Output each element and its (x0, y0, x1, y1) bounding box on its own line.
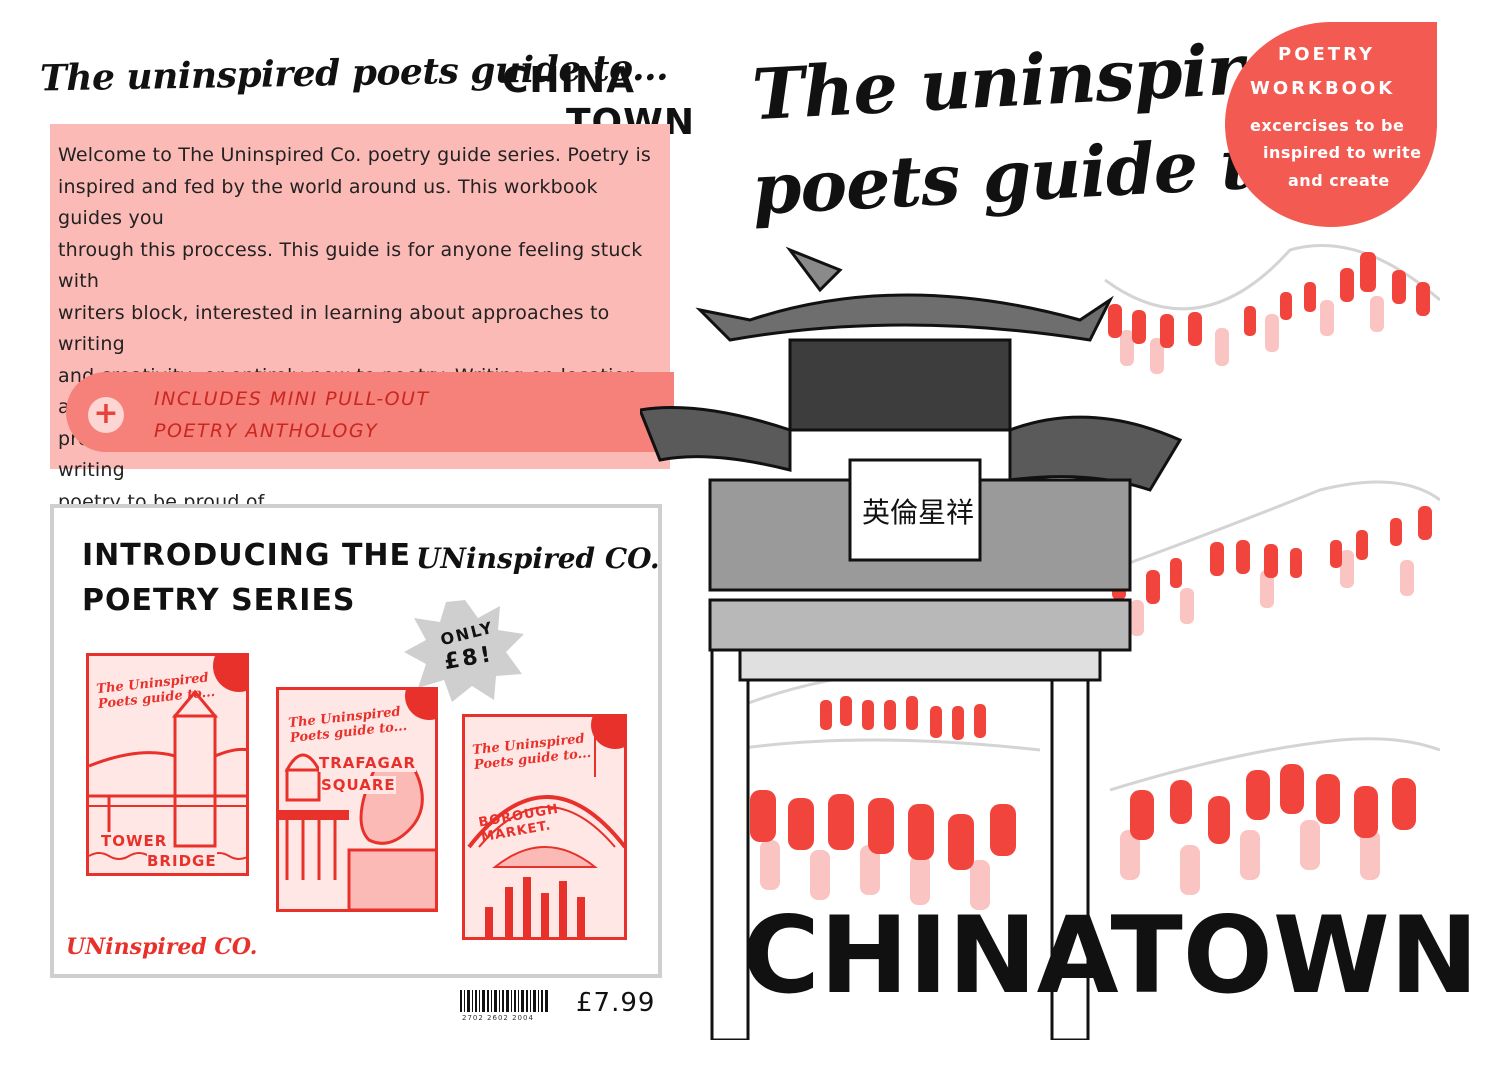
pullout-banner (66, 372, 674, 452)
badge-line1: POETRY (1278, 44, 1375, 65)
gate-sign-text: 英倫星祥 (862, 496, 974, 529)
intro-line: Welcome to The Uninspired Co. poetry gui… (58, 144, 652, 166)
intro-line: writers block, interested in learning ab… (58, 301, 610, 356)
borough-market-illustration (467, 717, 624, 937)
barcode-icon (460, 990, 548, 1012)
barcode-number: 2702 2602 2004 (462, 1014, 534, 1022)
mini-book-label-line1: TOWER (101, 832, 168, 850)
gate-structure (640, 246, 1183, 1040)
mini-book-label-line2: BRIDGE (147, 852, 217, 870)
series-title-line1: INTRODUCING THE (82, 538, 412, 573)
pullout-line1: INCLUDES MINI PULL-OUT (154, 388, 430, 410)
intro-text: Welcome to The Uninspired Co. poetry gui… (58, 140, 658, 518)
pullout-line2: POETRY ANTHOLOGY (154, 420, 379, 442)
badge-line3: excercises to be (1250, 116, 1405, 135)
back-title-place-line1: CHINA (502, 60, 635, 101)
series-brand-inline: UNinspired CO. (416, 542, 660, 575)
workbook-badge (1225, 22, 1437, 227)
intro-line: inspired and fed by the world around us.… (58, 175, 598, 230)
mini-book-trafalgar-square: The Uninspired Poets guide to... TRAFAGA… (276, 687, 438, 912)
mini-book-tower-bridge: The Uninspired Poets guide to... TOWER B… (86, 653, 249, 876)
back-price: £7.99 (576, 988, 656, 1018)
mini-book-label-line1: TRAFAGAR (319, 754, 416, 772)
badge-line4: inspired to write (1263, 143, 1422, 162)
lantern-group (750, 252, 1432, 910)
price-burst-shape (404, 600, 524, 702)
series-title-line2: POETRY SERIES (82, 583, 356, 618)
mini-book-label-line2: SQUARE (321, 776, 396, 794)
front-place-name: CHINATOWN (742, 894, 1479, 1017)
trafalgar-square-illustration (279, 690, 435, 909)
plus-icon: + (88, 397, 124, 433)
mini-book-borough-market: The Uninspired Poets guide to... BOROUGH… (462, 714, 627, 940)
badge-line5: and create (1288, 171, 1390, 190)
pullout-text: INCLUDES MINI PULL-OUT POETRY ANTHOLOGY (154, 383, 430, 447)
brand-logo-bottom: UNinspired CO. (66, 934, 258, 960)
intro-line: through this proccess. This guide is for… (58, 238, 643, 293)
badge-line2: WORKBOOK (1250, 78, 1396, 99)
chinatown-gate-illustration: 英倫星祥 (640, 244, 1440, 1040)
